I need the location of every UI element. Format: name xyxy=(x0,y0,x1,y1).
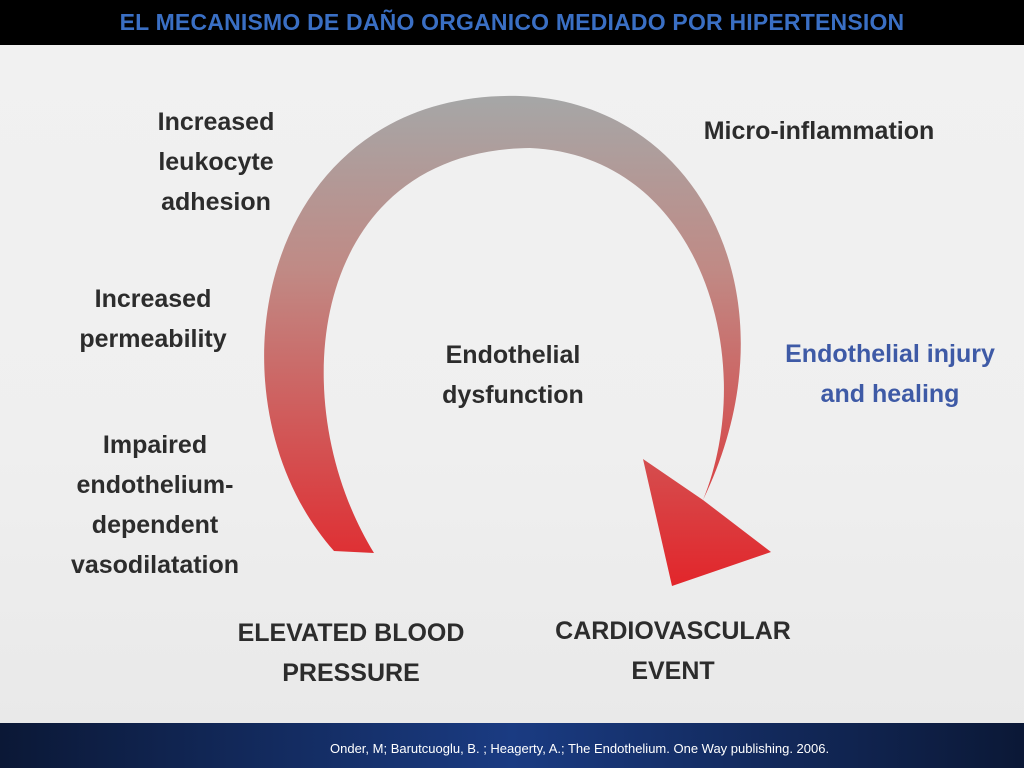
label-endothelial-dysfunction: Endothelial dysfunction xyxy=(442,341,584,409)
label-increased-permeability: Increased permeability xyxy=(79,285,227,353)
label-micro-inflammation: Micro-inflammation xyxy=(703,117,935,145)
footer-bar: Onder, M; Barutcuoglu, B. ; Heagerty, A.… xyxy=(0,723,1024,768)
diagram-panel: Increased leukocyte adhesion Increased p… xyxy=(0,45,1024,723)
cycle-arrow xyxy=(264,95,771,586)
label-endothelial-injury-healing: Endothelial injury and healing xyxy=(785,340,995,408)
citation-text: Onder, M; Barutcuoglu, B. ; Heagerty, A.… xyxy=(330,741,830,756)
arrow-body xyxy=(264,95,771,586)
label-elevated-blood-pressure: ELEVATED BLOOD PRESSURE xyxy=(237,619,465,687)
label-leukocyte-adhesion: Increased leukocyte adhesion xyxy=(157,108,275,216)
slide-title: EL MECANISMO DE DAÑO ORGANICO MEDIADO PO… xyxy=(119,9,905,35)
title-bar: EL MECANISMO DE DAÑO ORGANICO MEDIADO PO… xyxy=(0,0,1024,45)
label-cardiovascular-event: CARDIOVASCULAR EVENT xyxy=(555,617,791,685)
label-impaired-vasodilatation: Impaired endothelium- dependent vasodila… xyxy=(70,431,240,579)
